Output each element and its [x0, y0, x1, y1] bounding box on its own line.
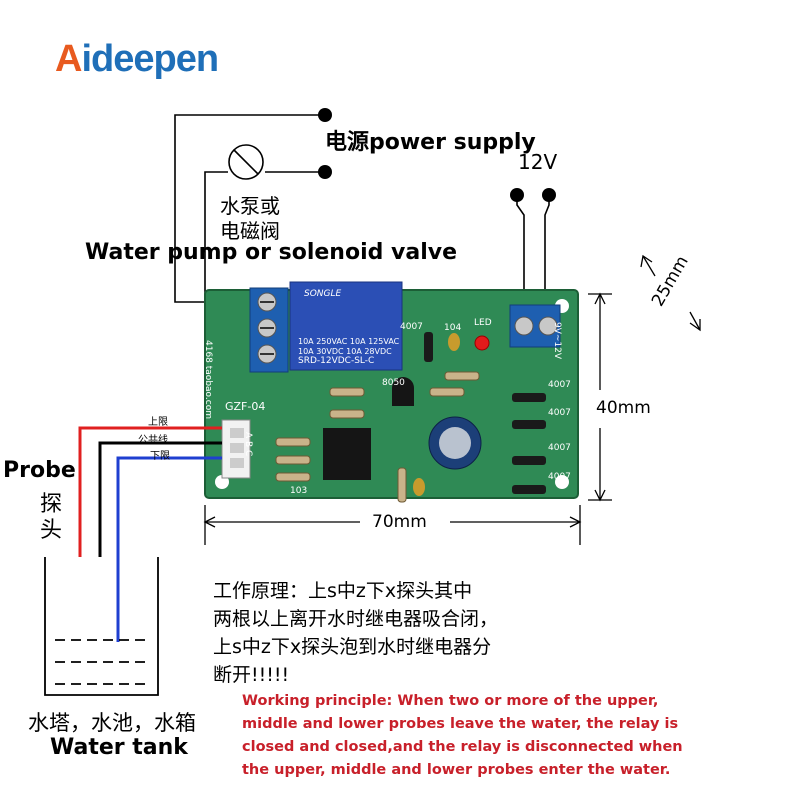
ceramic-cap	[448, 333, 460, 351]
dimension-25mm	[640, 254, 701, 332]
diode-label-2: 4007	[548, 408, 571, 418]
relay-model: SRD-12VDC-SL-C	[298, 356, 375, 366]
board-side-text: 4168 taobao.com	[203, 340, 213, 419]
relay-spec-1: 10A 250VAC 10A 125VAC	[298, 337, 400, 346]
diode-label-5: 4007	[400, 322, 423, 332]
principle-en-line-1: Working principle: When two or more of t…	[242, 693, 659, 709]
supply-terminal-2	[318, 165, 332, 179]
brand-logo: Aideepen	[55, 38, 219, 80]
led-indicator	[474, 335, 490, 351]
resistor-label: 103	[290, 486, 308, 496]
probe-cn-label-1: 探	[40, 492, 63, 517]
supply-terminal-1	[318, 108, 332, 122]
diode-label-3: 4007	[548, 443, 571, 453]
pump-en-label: Water pump or solenoid valve	[85, 240, 458, 265]
pcb-board	[204, 281, 579, 503]
water-tank	[44, 557, 159, 696]
diodes	[424, 332, 546, 494]
dimension-40mm	[588, 292, 612, 502]
probe-wire-lower	[116, 456, 222, 642]
led-label: LED	[474, 318, 492, 328]
dim-width-label: 70mm	[372, 512, 427, 532]
principle-cn-line-2: 两根以上离开水时继电器吸合闭，	[213, 608, 499, 630]
ic-chip	[323, 428, 371, 480]
tank-cn-label: 水塔，水池，水箱	[28, 711, 196, 735]
transistor-label: 8050	[382, 378, 405, 388]
pump-cn-label-2: 电磁阀	[220, 219, 280, 243]
dim-height-label: 40mm	[596, 398, 651, 418]
principle-en-line-4: the upper, middle and lower probes enter…	[242, 762, 671, 778]
power-pin-label: 9V~12V	[552, 322, 562, 360]
tank-en-label: Water tank	[50, 735, 188, 760]
probe-cn-label-2: 头	[40, 518, 63, 543]
power-supply-label: 电源power supply	[325, 130, 536, 155]
board-model: GZF-04	[225, 400, 266, 413]
principle-cn-line-1: 工作原理：上s中z下x探头其中	[213, 580, 473, 602]
principle-en-line-2: middle and lower probes leave the water,…	[242, 716, 679, 732]
relay-spec-2: 10A 30VDC 10A 28VDC	[298, 347, 392, 356]
pump-cn-label-1: 水泵或	[220, 194, 280, 218]
diode-label-1: 4007	[548, 380, 571, 390]
wire-label-upper: 上限	[148, 417, 168, 428]
wire-label-common: 公共线	[138, 435, 168, 446]
relay	[289, 281, 403, 371]
principle-en-line-3: closed and closed,and the relay is disco…	[242, 739, 683, 755]
dimension-70mm	[203, 505, 582, 545]
probe-en-label: Probe	[3, 458, 76, 483]
probe-wire-common	[98, 441, 222, 557]
resistors	[275, 371, 480, 503]
principle-cn-line-3: 上s中z下x探头泡到水时继电器分	[213, 636, 492, 658]
dc-terminal-minus	[542, 188, 556, 202]
wire-label-lower: 下限	[150, 451, 170, 462]
cap-label: 104	[444, 323, 462, 333]
relay-brand: SONGLE	[304, 289, 342, 299]
voltage-label: 12V	[518, 150, 558, 174]
pump-symbol-icon	[228, 144, 264, 180]
probe-wire-upper	[78, 426, 222, 557]
probe-pin-label: A B C	[243, 432, 253, 457]
principle-cn-line-4: 断开!!!!!	[213, 664, 290, 686]
diode-label-4: 4007	[548, 472, 571, 482]
dc-terminal-plus	[510, 188, 524, 202]
transistor	[392, 377, 414, 406]
